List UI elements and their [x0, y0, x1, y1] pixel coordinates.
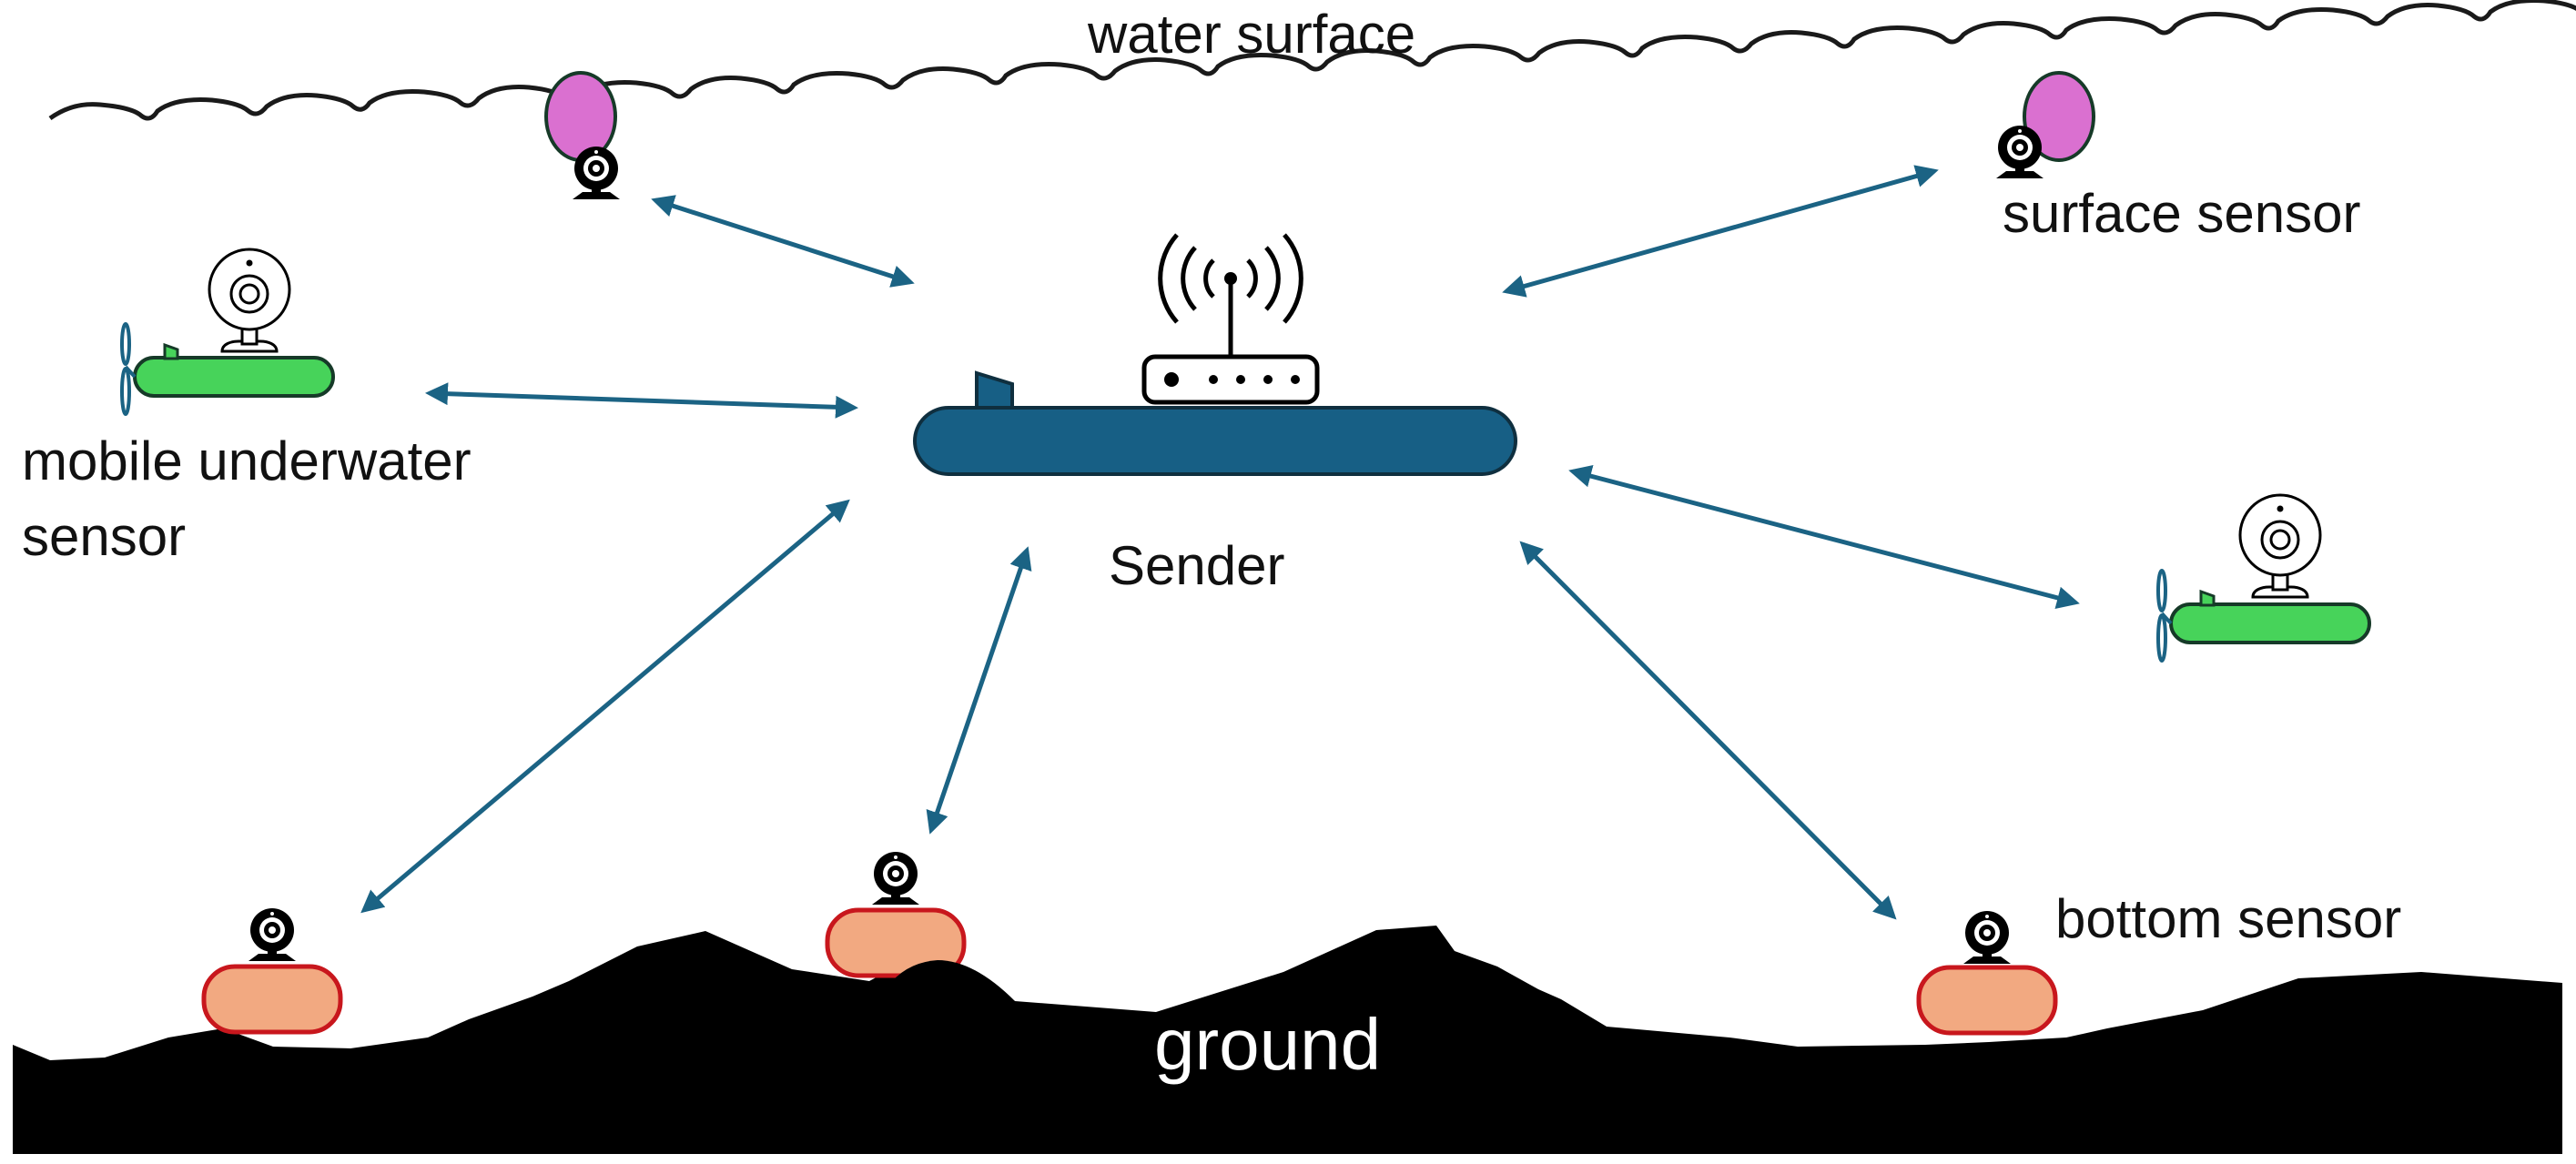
mobile-sensor-label-line1: mobile underwater — [22, 430, 472, 491]
bottom-sensor-center — [827, 852, 1015, 1001]
mobile-underwater-sensor-right — [2156, 493, 2371, 663]
surface-sensor-left — [544, 71, 620, 199]
webcam-icon — [248, 908, 296, 961]
wifi-router-icon — [1141, 233, 1320, 405]
bottom-sensor-right — [1919, 911, 2055, 1033]
submarine-hull — [913, 406, 1517, 476]
webcam-icon — [573, 147, 620, 199]
float-buoy — [2023, 71, 2095, 162]
bottom-sensor-left — [204, 908, 340, 1032]
webcam-icon — [1963, 911, 2011, 964]
webcam-icon — [2238, 493, 2322, 599]
link-arrows — [360, 165, 2080, 920]
sender-submarine — [913, 370, 1517, 476]
arrow-sender-mobile-right — [1568, 464, 2080, 610]
webcam-icon — [1996, 126, 2044, 178]
arrow-sender-mobile-left — [425, 382, 858, 419]
ground-terrain — [13, 926, 2562, 1154]
arrow-sender-surface-right — [1502, 165, 1939, 298]
sensor-capsule — [1919, 967, 2055, 1033]
webcam-icon — [872, 852, 919, 905]
ground-label: ground — [1154, 1004, 1381, 1085]
surface-sensor-right — [1996, 71, 2095, 178]
sensor-capsule — [204, 967, 340, 1032]
mobile-sensor-label-line2: sensor — [22, 506, 186, 567]
arrow-sender-bottom-center — [926, 546, 1032, 835]
arrow-sender-bottom-left — [360, 499, 850, 914]
bottom-sensor-label: bottom sensor — [2055, 888, 2401, 949]
webcam-icon — [208, 248, 291, 353]
water-surface-label: water surface — [1087, 4, 1415, 65]
sender-label: Sender — [1109, 535, 1284, 596]
mini-submarine — [120, 322, 335, 416]
arrow-sender-surface-left — [651, 195, 915, 288]
rock-bump — [883, 960, 1015, 1001]
arrow-sender-bottom-right — [1519, 541, 1897, 920]
mini-submarine — [2156, 569, 2371, 663]
water-surface-line — [48, 0, 2576, 121]
float-buoy — [544, 71, 617, 162]
surface-sensor-label: surface sensor — [2003, 183, 2361, 244]
mobile-underwater-sensor-left — [120, 248, 335, 416]
